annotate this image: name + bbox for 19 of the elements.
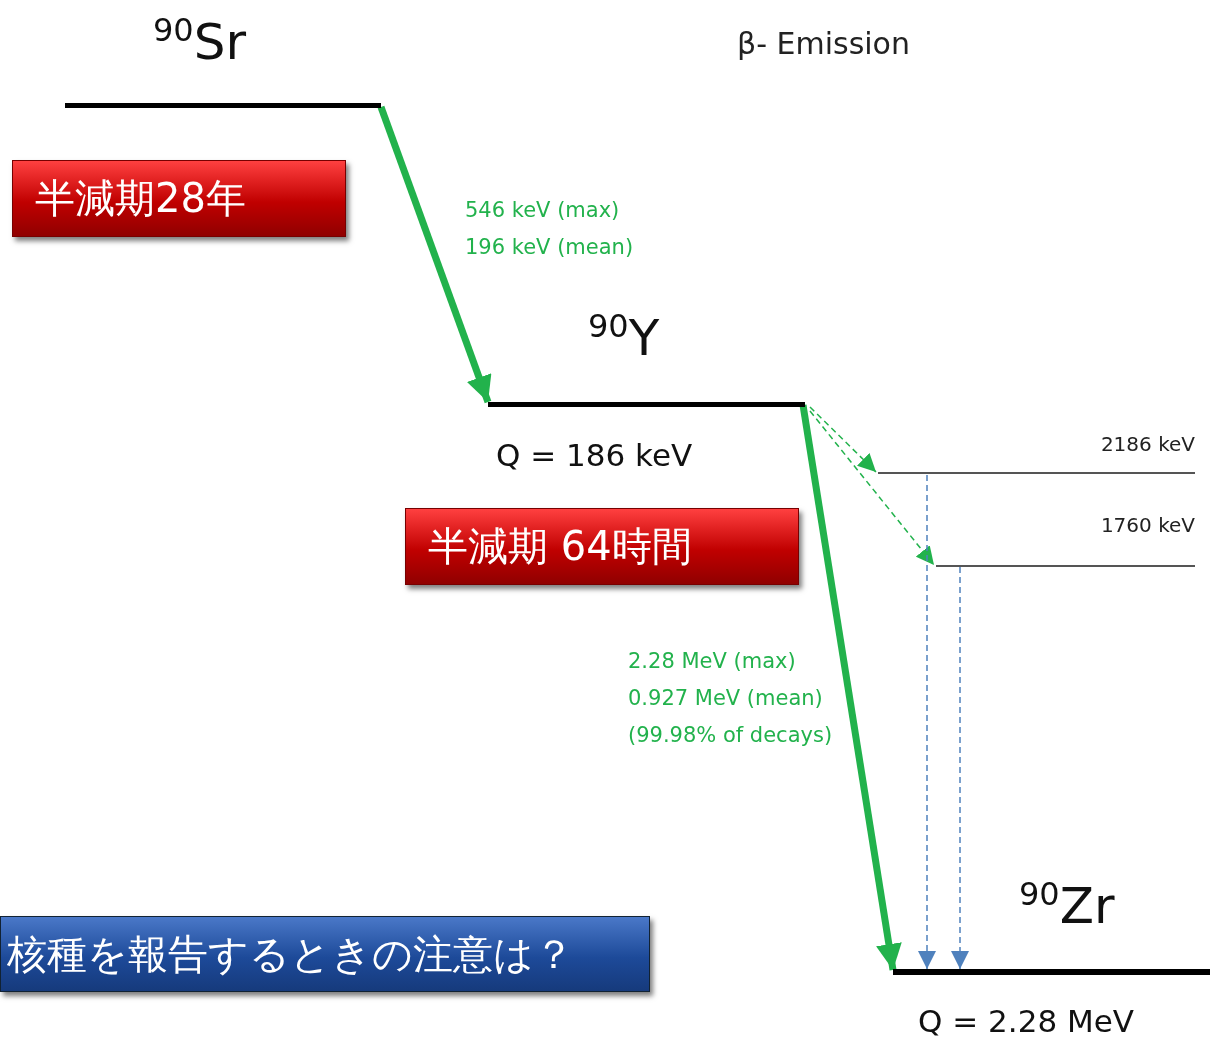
edge-label: 2.28 MeV (max) 0.927 MeV (mean) (99.98% of decays) <box>628 648 834 749</box>
nuclide-label: $^{90}$Zr <box>1019 876 1115 936</box>
title: β- Emission <box>737 26 910 61</box>
decay-arrow <box>809 406 877 473</box>
decay-arrow <box>918 474 936 970</box>
edge-label: 546 keV (max) 196 keV (mean) <box>465 197 635 261</box>
half-life-banner: 半減期28年 <box>12 160 346 237</box>
energy-label: 2186 keV <box>1100 432 1195 456</box>
decay-arrow <box>951 566 969 970</box>
q-value-label: Q = 186 keV <box>496 437 693 473</box>
question-banner: 核種を報告するときの注意は？ <box>0 916 650 992</box>
energy-label: 1760 keV <box>1100 513 1195 537</box>
decay-arrow <box>809 410 935 566</box>
decay-arrow <box>799 404 902 971</box>
half-life-banner: 半減期 64時間 <box>405 508 799 585</box>
nuclide-label: $^{90}$Sr <box>153 12 246 72</box>
decay-arrow <box>377 105 492 404</box>
q-value-label: Q = 2.28 MeV <box>918 1003 1134 1039</box>
nuclide-label: $^{90}$Y <box>588 308 660 368</box>
